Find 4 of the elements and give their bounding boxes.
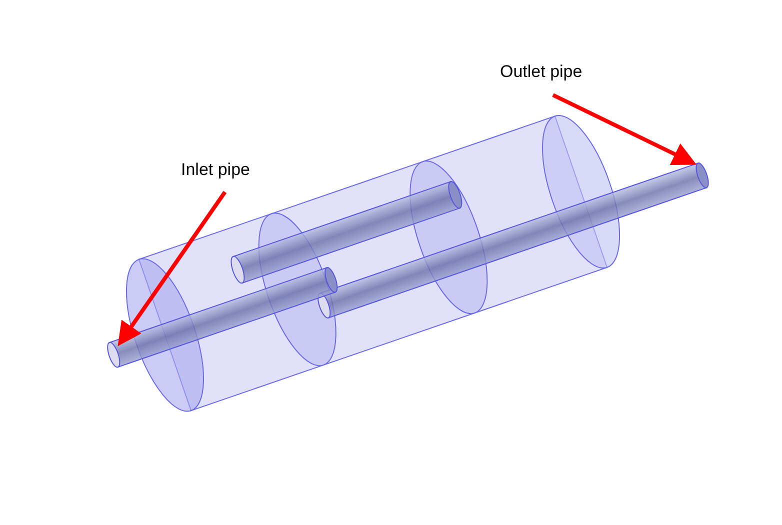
leader-line (118, 190, 227, 346)
leader-line (552, 93, 697, 166)
part-label: Inlet pipe (181, 160, 250, 180)
part-label: Outlet pipe (500, 62, 582, 82)
